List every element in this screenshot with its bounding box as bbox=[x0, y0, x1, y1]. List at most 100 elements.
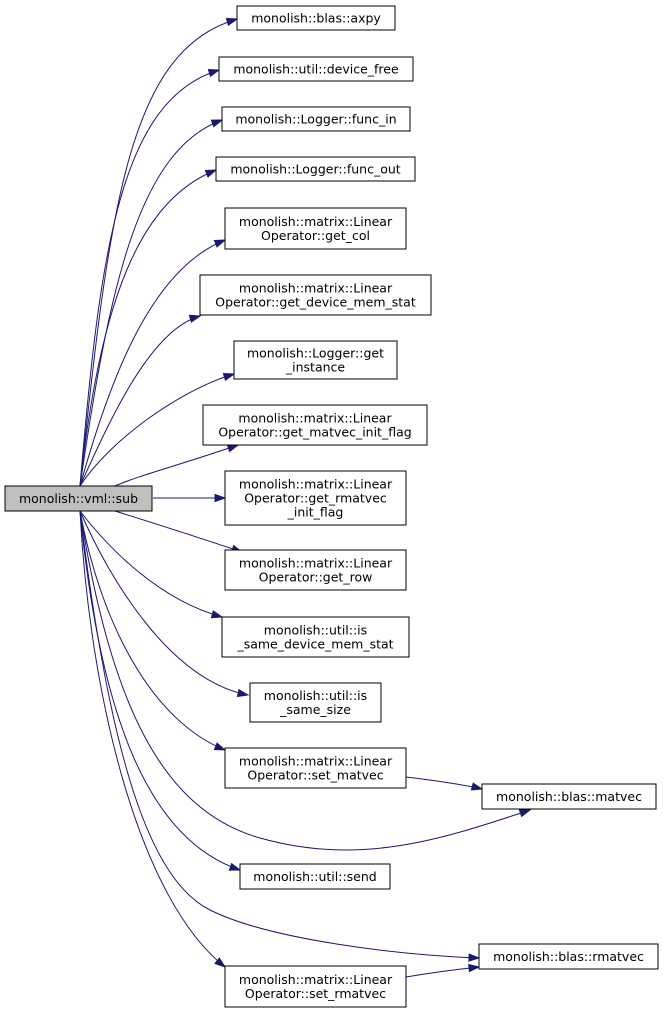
arrowhead-get_matvec_init_flag bbox=[226, 444, 240, 453]
root-node[interactable]: monolish::vml::sub bbox=[4, 485, 153, 512]
node-box bbox=[233, 340, 398, 380]
node-set_matvec[interactable]: monolish::matrix::LinearOperator::set_ma… bbox=[224, 747, 407, 789]
node-label-line: _init_flag bbox=[287, 505, 344, 520]
node-matvec[interactable]: monolish::blas::matvec bbox=[481, 783, 657, 810]
node-label-line: monolish::matrix::Linear bbox=[239, 477, 393, 492]
node-box bbox=[236, 5, 396, 31]
node-label-line: monolish::blas::rmatvec bbox=[493, 949, 644, 964]
node-get_row[interactable]: monolish::matrix::LinearOperator::get_ro… bbox=[224, 549, 407, 591]
node-box bbox=[249, 682, 382, 723]
arrowhead-set_rmatvec bbox=[214, 957, 227, 968]
edge-root-to-get_instance bbox=[79, 373, 235, 487]
node-label-line: monolish::util::device_free bbox=[233, 62, 399, 77]
arrowhead-get_col bbox=[213, 239, 227, 248]
node-label-line: Operator::get_rmatvec bbox=[244, 491, 387, 506]
node-box bbox=[215, 156, 416, 182]
arrowhead-device_free bbox=[207, 69, 221, 78]
edge-root-to-device_free bbox=[79, 69, 220, 487]
arrowhead-get_device_mem_stat bbox=[188, 314, 202, 323]
edge-root-to-get_col bbox=[79, 239, 226, 487]
node-label-line: Operator::get_device_mem_stat bbox=[215, 295, 416, 310]
edges-layer bbox=[79, 17, 532, 978]
arrowhead-get_rmatvec_init_flag bbox=[214, 493, 227, 503]
node-func_in[interactable]: monolish::Logger::func_in bbox=[221, 106, 411, 132]
arrowhead-send bbox=[228, 862, 242, 871]
edge-root-to-get_matvec_init_flag bbox=[114, 444, 239, 487]
node-box bbox=[478, 943, 659, 970]
node-label-line: monolish::blas::matvec bbox=[496, 789, 642, 804]
node-label-line: Operator::set_rmatvec bbox=[245, 986, 386, 1001]
node-label-line: monolish::matrix::Linear bbox=[238, 411, 392, 426]
node-box bbox=[239, 863, 391, 890]
node-label-line: monolish::matrix::Linear bbox=[239, 281, 393, 296]
edge-set_rmatvec-to-rmatvec bbox=[405, 966, 480, 978]
node-axpy[interactable]: monolish::blas::axpy bbox=[236, 5, 396, 31]
node-get_device_mem_stat[interactable]: monolish::matrix::LinearOperator::get_de… bbox=[199, 274, 432, 316]
node-is_same_size[interactable]: monolish::util::is_same_size bbox=[249, 682, 382, 723]
edge-root-to-set_rmatvec bbox=[79, 510, 226, 968]
node-label-line: monolish::Logger::get bbox=[247, 346, 384, 361]
node-label-line: monolish::util::is bbox=[264, 688, 367, 703]
node-get_matvec_init_flag[interactable]: monolish::matrix::LinearOperator::get_ma… bbox=[202, 404, 428, 446]
arrowhead-rmatvec bbox=[468, 963, 481, 973]
node-box bbox=[4, 485, 153, 512]
node-device_free[interactable]: monolish::util::device_free bbox=[218, 56, 414, 82]
node-get_col[interactable]: monolish::matrix::LinearOperator::get_co… bbox=[224, 207, 407, 250]
edge-root-to-matvec bbox=[79, 510, 531, 851]
edge-root-to-axpy bbox=[79, 18, 238, 487]
node-label-line: monolish::vml::sub bbox=[19, 491, 138, 506]
arrowhead-matvec bbox=[518, 809, 532, 818]
arrowhead-matvec bbox=[470, 782, 484, 791]
nodes-layer: monolish::vml::sub monolish::blas::axpymo… bbox=[4, 5, 659, 1008]
node-label-line: _same_size bbox=[279, 702, 351, 717]
edge-root-to-rmatvec bbox=[79, 510, 480, 959]
node-label-line: monolish::matrix::Linear bbox=[239, 972, 393, 987]
arrowhead-rmatvec bbox=[468, 953, 481, 962]
node-label-line: monolish::Logger::func_in bbox=[235, 112, 396, 127]
node-box bbox=[224, 549, 407, 591]
node-label-line: Operator::get_matvec_init_flag bbox=[218, 425, 411, 440]
node-label-line: monolish::matrix::Linear bbox=[239, 556, 393, 571]
arrowhead-axpy bbox=[225, 17, 239, 26]
arrowhead-get_instance bbox=[222, 372, 236, 382]
node-label-line: monolish::matrix::Linear bbox=[239, 214, 393, 229]
node-box bbox=[224, 470, 407, 526]
node-label-line: monolish::util::send bbox=[253, 869, 376, 884]
node-box bbox=[224, 207, 407, 250]
node-label-line: monolish::util::is bbox=[264, 623, 367, 638]
node-box bbox=[224, 747, 407, 789]
node-label-line: monolish::blas::axpy bbox=[251, 11, 381, 26]
node-box bbox=[221, 106, 411, 132]
node-label-line: Operator::set_matvec bbox=[247, 768, 383, 783]
edge-root-to-get_row bbox=[114, 510, 243, 553]
node-is_same_device_mem_stat[interactable]: monolish::util::is_same_device_mem_stat bbox=[221, 616, 410, 658]
node-box bbox=[202, 404, 428, 446]
node-get_rmatvec_init_flag[interactable]: monolish::matrix::LinearOperator::get_rm… bbox=[224, 470, 407, 526]
node-box bbox=[481, 783, 657, 810]
arrowhead-func_out bbox=[204, 169, 218, 178]
node-box bbox=[224, 965, 407, 1008]
node-get_instance[interactable]: monolish::Logger::get_instance bbox=[233, 340, 398, 380]
node-box bbox=[218, 56, 414, 82]
node-rmatvec[interactable]: monolish::blas::rmatvec bbox=[478, 943, 659, 970]
node-label-line: Operator::get_col bbox=[261, 228, 370, 243]
node-label-line: monolish::Logger::func_out bbox=[230, 162, 400, 177]
edge-root-to-get_device_mem_stat bbox=[79, 315, 201, 487]
arrowhead-func_in bbox=[210, 119, 224, 128]
node-label-line: Operator::get_row bbox=[259, 570, 373, 585]
node-send[interactable]: monolish::util::send bbox=[239, 863, 391, 890]
edge-root-to-is_same_device_mem_stat bbox=[79, 510, 223, 618]
edge-root-to-is_same_size bbox=[79, 510, 249, 696]
arrowhead-set_matvec bbox=[213, 742, 227, 751]
node-label-line: _instance bbox=[285, 360, 346, 375]
edge-set_matvec-to-matvec bbox=[405, 776, 483, 790]
arrowhead-is_same_device_mem_stat bbox=[210, 610, 224, 619]
edge-root-to-func_out bbox=[79, 169, 217, 487]
node-box bbox=[199, 274, 432, 316]
edge-root-to-send bbox=[79, 510, 241, 871]
node-func_out[interactable]: monolish::Logger::func_out bbox=[215, 156, 416, 182]
node-label-line: monolish::matrix::Linear bbox=[239, 754, 393, 769]
node-label-line: _same_device_mem_stat bbox=[236, 637, 393, 652]
node-set_rmatvec[interactable]: monolish::matrix::LinearOperator::set_rm… bbox=[224, 965, 407, 1008]
arrowhead-is_same_size bbox=[236, 688, 250, 698]
